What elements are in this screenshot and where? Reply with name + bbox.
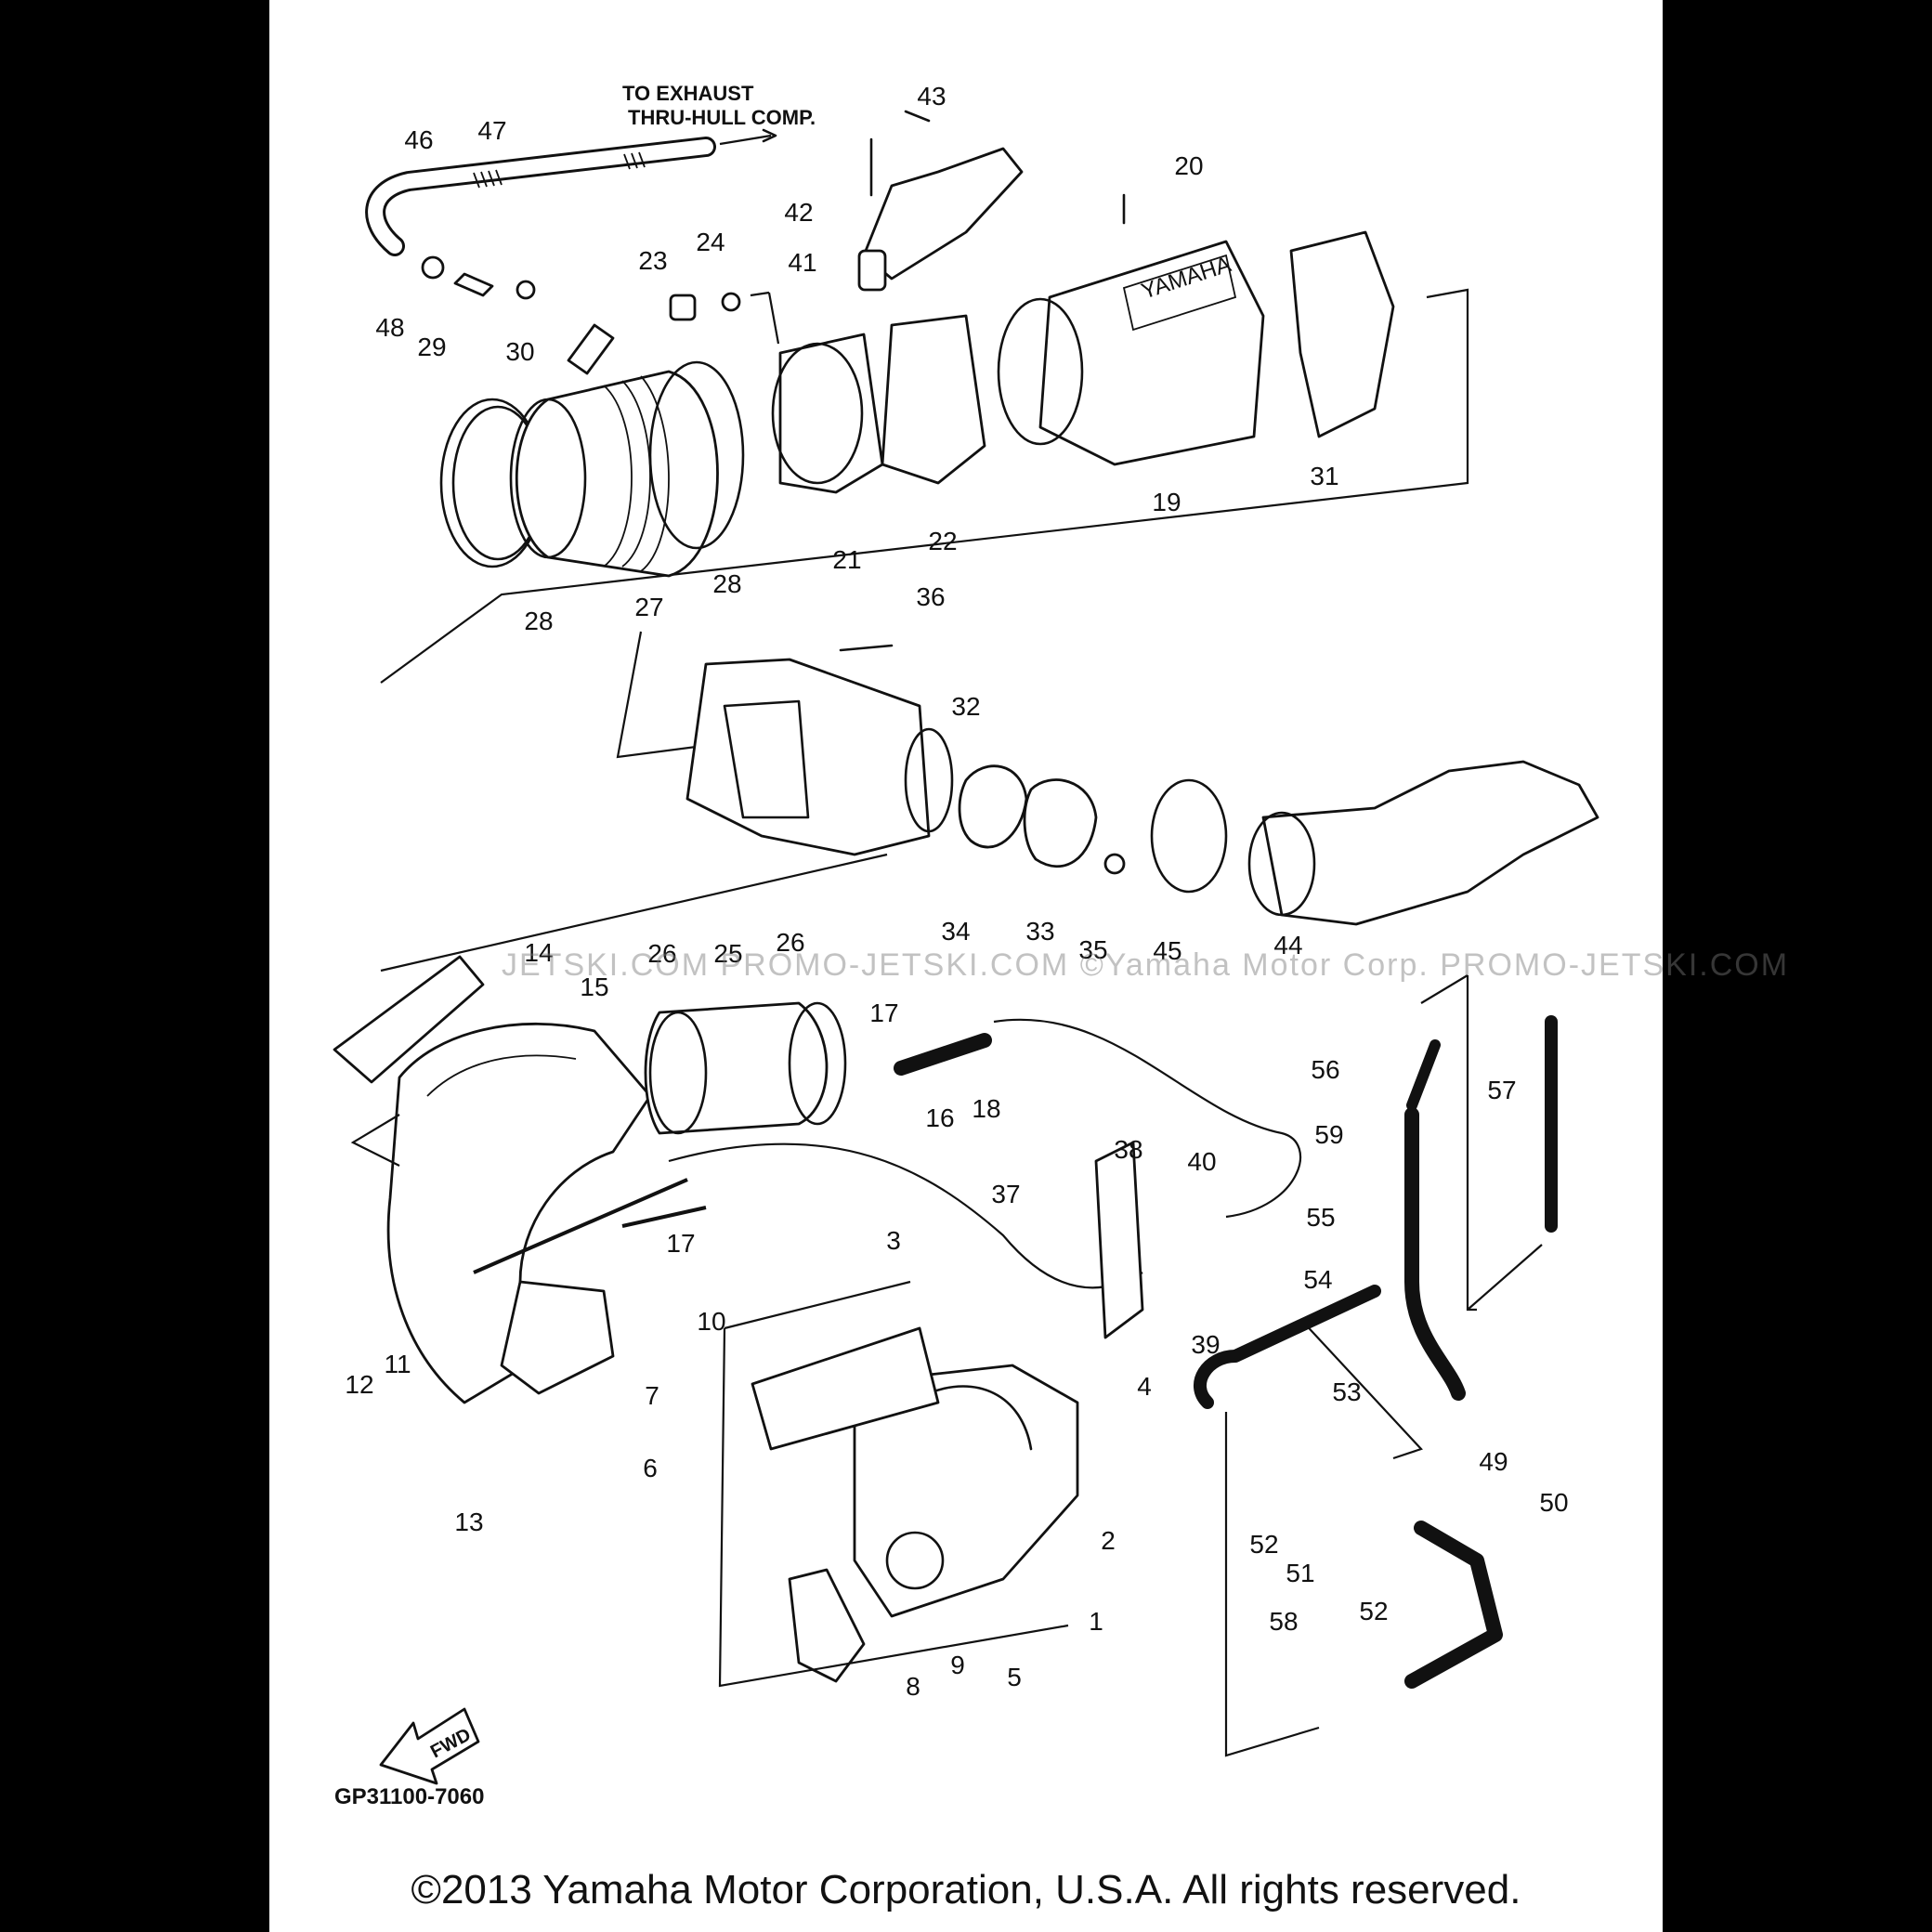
- callout-47: 47: [477, 116, 506, 145]
- hose-25: [644, 1001, 829, 1135]
- exhaust-note-line-2: THRU-HULL COMP.: [628, 106, 816, 129]
- callout-23: 23: [638, 246, 667, 275]
- callout-21: 21: [832, 545, 861, 574]
- callout-6: 6: [643, 1454, 658, 1482]
- muffler-19: [997, 240, 1265, 466]
- callout-7: 7: [645, 1381, 659, 1410]
- hose-16: [894, 1033, 992, 1076]
- callout-35: 35: [1078, 935, 1107, 964]
- callout-25: 25: [713, 939, 742, 968]
- callout-44: 44: [1273, 931, 1302, 959]
- callout-49: 49: [1479, 1447, 1508, 1476]
- callout-34: 34: [941, 917, 970, 946]
- watermark: JETSKI.COM PROMO-JETSKI.COM ©Yamaha Moto…: [502, 947, 1790, 983]
- callout-14: 14: [524, 938, 553, 967]
- callout-33: 33: [1025, 917, 1054, 946]
- callout-8: 8: [906, 1672, 920, 1701]
- flange-21: [771, 333, 884, 494]
- callout-37: 37: [991, 1180, 1020, 1208]
- callout-27: 27: [634, 593, 663, 621]
- callout-5: 5: [1007, 1663, 1022, 1691]
- callout-52: 52: [1249, 1530, 1278, 1559]
- callout-10: 10: [697, 1307, 725, 1336]
- exhaust-elbow-6: [386, 1022, 652, 1404]
- exhaust-note-line-1: TO EXHAUST: [622, 82, 754, 105]
- callout-28: 28: [524, 607, 553, 635]
- callout-29: 29: [417, 333, 446, 361]
- callout-41: 41: [788, 248, 816, 277]
- clamp-45: [1150, 778, 1228, 894]
- exhaust-manifold-1: [853, 1364, 1079, 1618]
- callout-12: 12: [345, 1370, 373, 1399]
- callout-40: 40: [1187, 1147, 1216, 1176]
- callout-16: 16: [925, 1103, 954, 1132]
- diagram-code: GP31100-7060: [334, 1784, 484, 1809]
- bracket-41: [857, 110, 1126, 292]
- bolt-36: [839, 644, 894, 652]
- hose-50: [1404, 1521, 1503, 1689]
- exhaust-pipe-44: [1247, 760, 1599, 926]
- callout-13: 13: [454, 1508, 483, 1536]
- callout-59: 59: [1314, 1120, 1343, 1149]
- callout-26: 26: [647, 939, 676, 968]
- callout-18: 18: [972, 1094, 1000, 1123]
- callout-53: 53: [1332, 1377, 1361, 1406]
- callout-38: 38: [1114, 1135, 1142, 1164]
- gasket-34: [958, 764, 1028, 849]
- callout-32: 32: [951, 692, 980, 721]
- washer-24: [721, 292, 741, 312]
- callout-39: 39: [1191, 1330, 1220, 1359]
- callout-labels: 1234567891011121314151617171819202122232…: [345, 82, 1568, 1701]
- callout-3: 3: [886, 1226, 901, 1255]
- callout-36: 36: [916, 582, 945, 611]
- callout-51: 51: [1286, 1559, 1314, 1587]
- exhaust-chamber-32: [685, 658, 954, 856]
- callout-50: 50: [1539, 1488, 1568, 1517]
- callout-4: 4: [1137, 1372, 1152, 1401]
- callout-46: 46: [404, 125, 433, 154]
- clamp-26a: [648, 1011, 708, 1135]
- callout-45: 45: [1153, 936, 1181, 965]
- hose-fittings: [421, 255, 615, 375]
- callout-26: 26: [776, 928, 804, 957]
- gasket-22: [881, 314, 986, 485]
- callout-2: 2: [1101, 1526, 1116, 1555]
- fwd-arrow: [379, 1707, 480, 1785]
- bracket-38: [1094, 1141, 1144, 1339]
- clamp-28b: [648, 360, 745, 550]
- callout-17: 17: [666, 1229, 695, 1258]
- callout-52: 52: [1359, 1597, 1388, 1625]
- clamp-26b: [788, 1001, 847, 1126]
- plate-33: [1023, 778, 1098, 868]
- copyright: ©2013 Yamaha Motor Corporation, U.S.A. A…: [411, 1867, 1521, 1912]
- callout-43: 43: [917, 82, 946, 111]
- callout-20: 20: [1174, 151, 1203, 180]
- callout-24: 24: [696, 228, 724, 256]
- callout-42: 42: [784, 198, 813, 227]
- gasket-3: [751, 1326, 940, 1451]
- callout-1: 1: [1089, 1607, 1103, 1636]
- gasket-8: [788, 1568, 866, 1683]
- bolt-35: [1103, 853, 1126, 875]
- callout-55: 55: [1306, 1203, 1335, 1232]
- callout-17: 17: [869, 999, 898, 1027]
- callout-30: 30: [505, 337, 534, 366]
- callout-48: 48: [375, 313, 404, 342]
- callout-56: 56: [1311, 1055, 1339, 1084]
- callout-58: 58: [1269, 1607, 1298, 1636]
- callout-57: 57: [1487, 1076, 1516, 1104]
- bracket-14: [333, 955, 485, 1084]
- callout-54: 54: [1303, 1265, 1332, 1294]
- bolt-23: [669, 294, 697, 321]
- water-hose: [365, 137, 716, 256]
- callout-19: 19: [1152, 488, 1181, 516]
- callout-28: 28: [712, 569, 741, 598]
- callout-22: 22: [928, 527, 957, 555]
- callout-11: 11: [384, 1350, 411, 1378]
- callout-9: 9: [950, 1651, 965, 1679]
- callout-31: 31: [1310, 462, 1338, 490]
- callout-15: 15: [580, 973, 608, 1001]
- gasket-31: [1289, 230, 1395, 438]
